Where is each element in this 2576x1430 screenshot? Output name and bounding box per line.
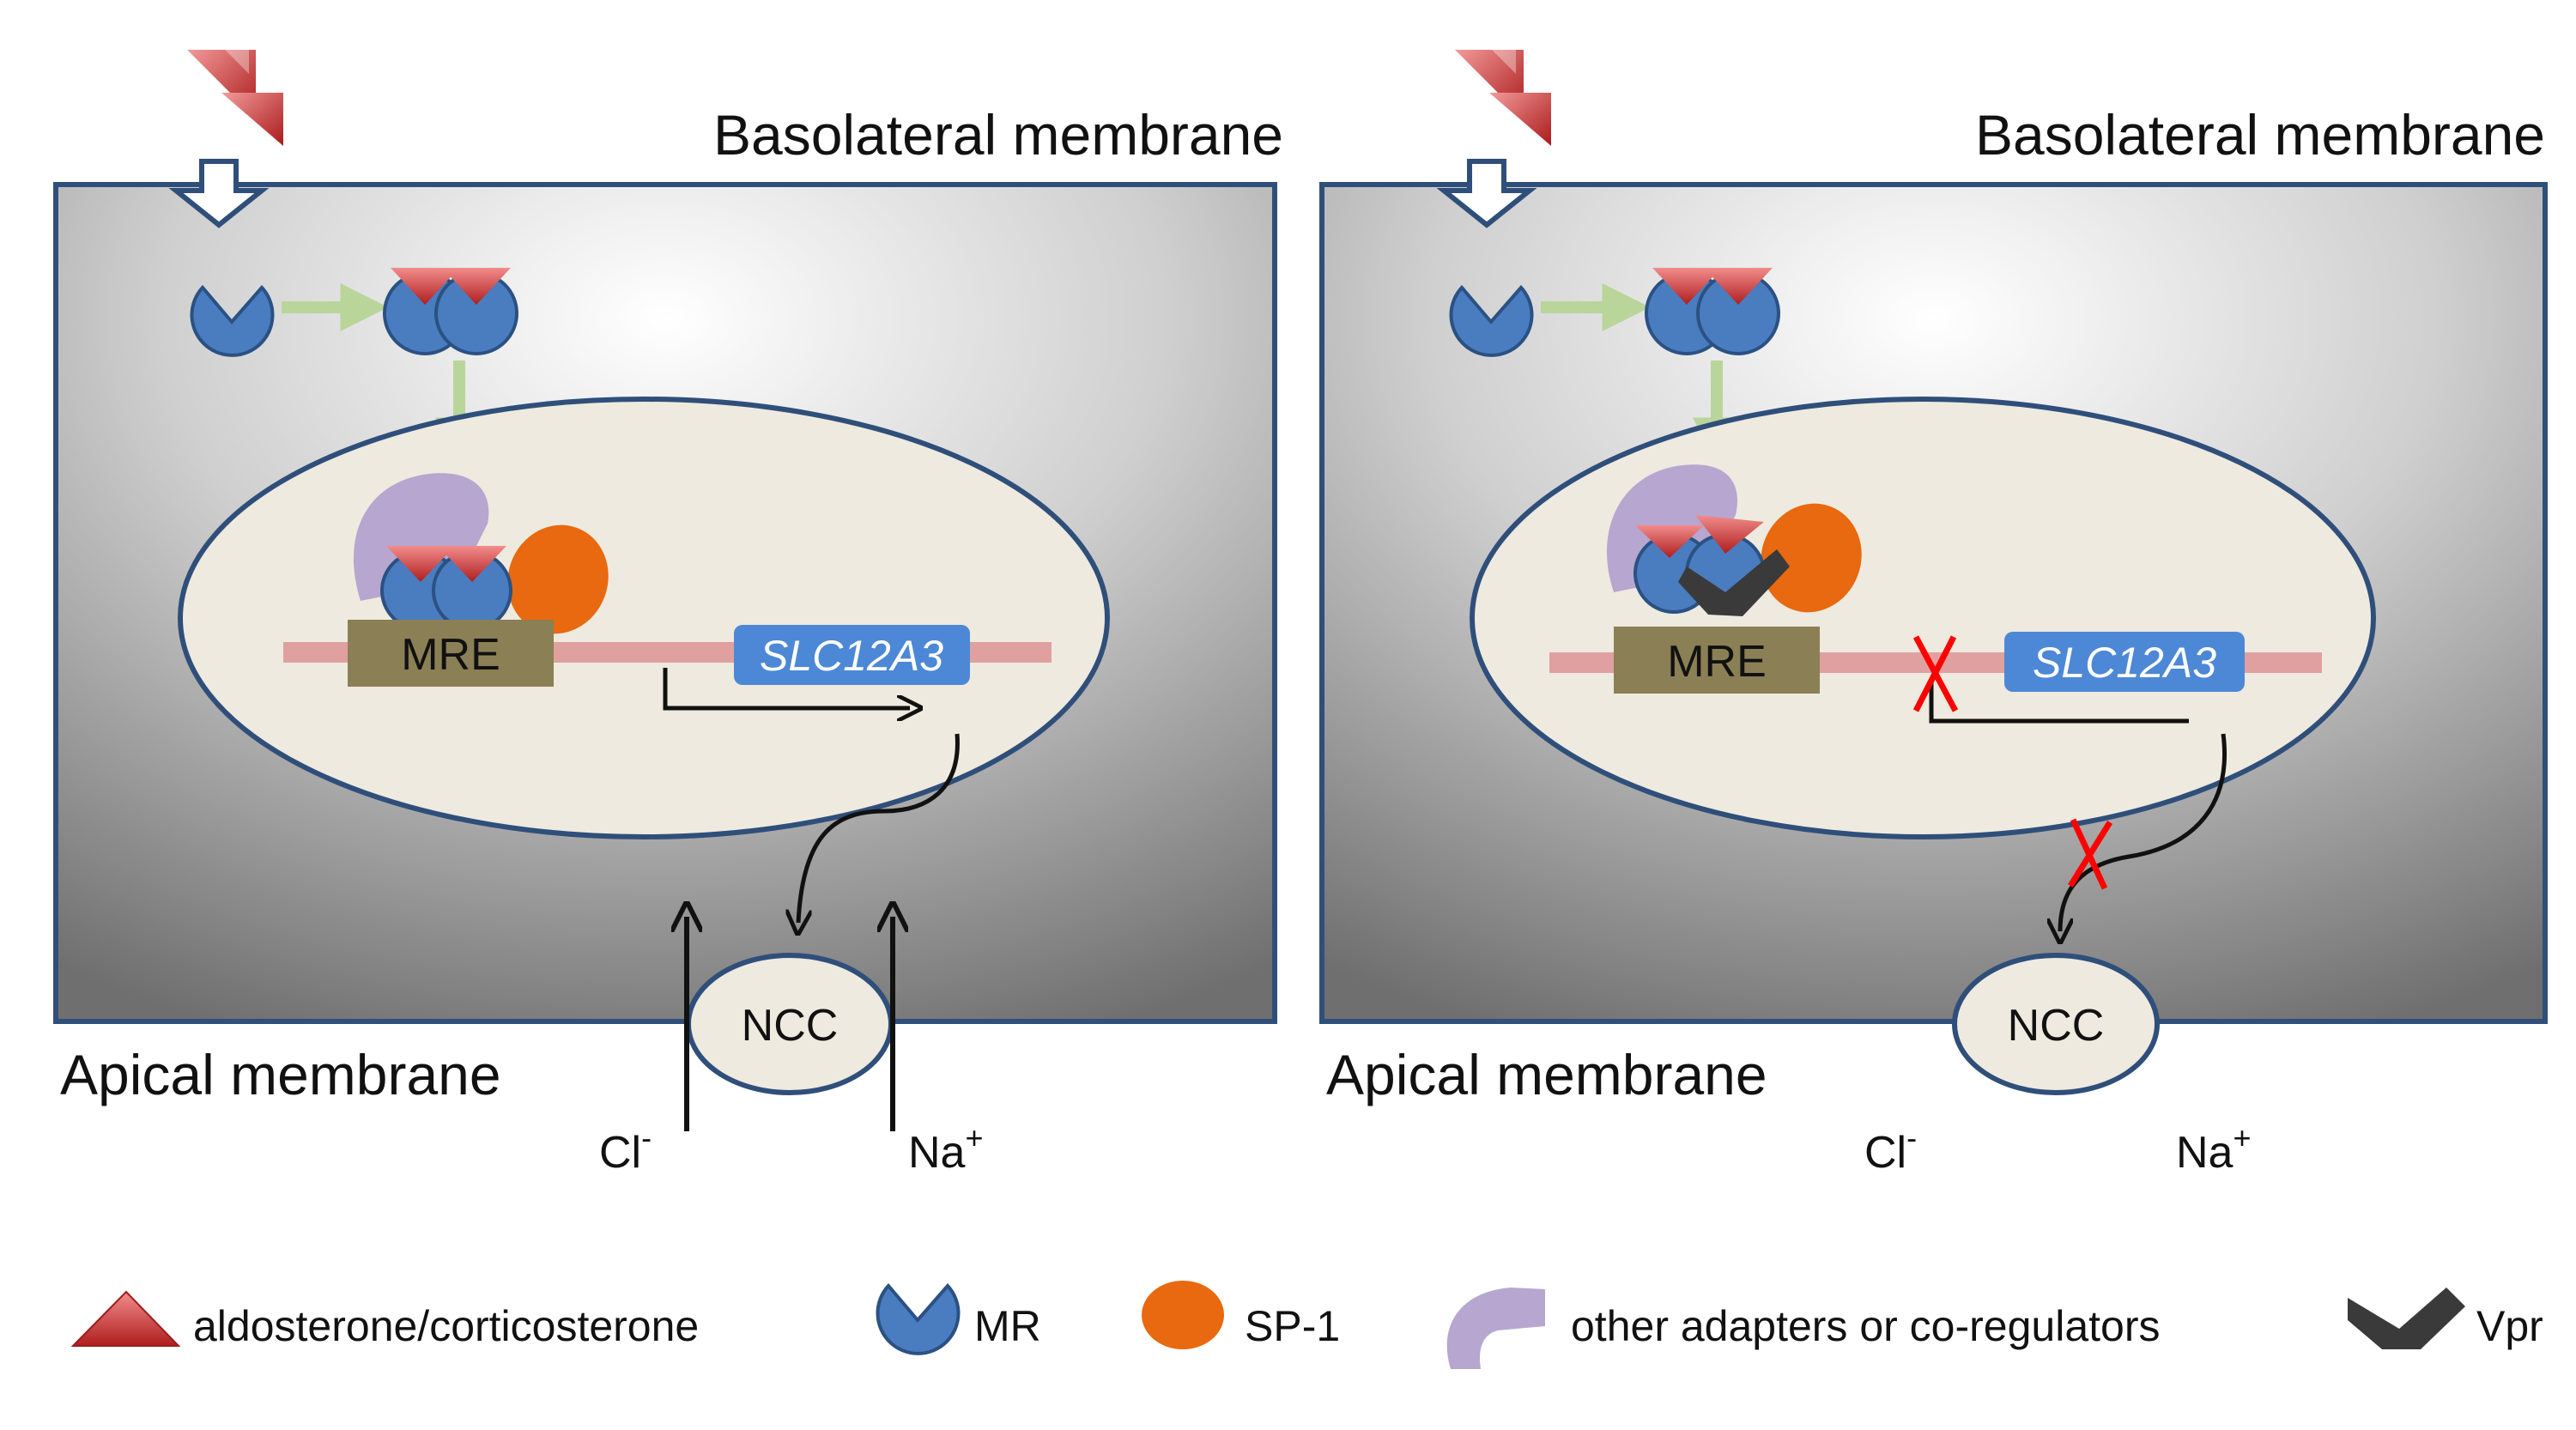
vpr-icon [1678, 549, 1790, 616]
gene-box [734, 625, 970, 685]
basolateral-label: Basolateral membrane [1975, 103, 2545, 167]
gene-box [2004, 632, 2245, 692]
legend-sp1-label: SP-1 [1245, 1302, 1340, 1350]
gene-label: SLC12A3 [760, 632, 943, 680]
gene-label: SLC12A3 [2033, 639, 2216, 687]
sp1-icon [1761, 503, 1862, 613]
hormone-triangle-icon [70, 1290, 181, 1347]
ncc-label: NCC [742, 1001, 839, 1051]
panel-vpr: Basolateral membrane [1319, 50, 2548, 1178]
nucleus [178, 397, 1110, 839]
mre-box [348, 620, 554, 687]
block-x-icon [2068, 818, 2112, 890]
basolateral-label: Basolateral membrane [713, 103, 1283, 167]
apical-label: Apical membrane [60, 1043, 501, 1106]
hormone-triangle-icon [1455, 50, 1551, 146]
transcription-arrow [663, 668, 910, 708]
legend-mr-label: MR [974, 1302, 1041, 1350]
legend-vpr-label: Vpr [2476, 1302, 2543, 1350]
mre-label: MRE [1667, 637, 1767, 687]
mr-hormone-dimer [383, 268, 518, 355]
mre-box [1614, 627, 1820, 694]
mr-receptor-icon [876, 1282, 961, 1355]
legend-adapters: other adapters or co-regulators [1446, 1288, 2160, 1369]
ncc-transporter [1952, 953, 2160, 1095]
na-ion-label: Na+ [908, 1120, 984, 1178]
na-ion-label: Na+ [2176, 1120, 2252, 1178]
adapter-icon [1446, 1288, 1545, 1369]
legend: aldosterone/corticosterone MR SP-1 other… [70, 1281, 2543, 1369]
legend-mr: MR [876, 1282, 1041, 1355]
block-x-icon [1912, 635, 1959, 712]
legend-adapters-label: other adapters or co-regulators [1571, 1302, 2160, 1350]
legend-sp1: SP-1 [1142, 1281, 1340, 1350]
apical-label: Apical membrane [1326, 1043, 1767, 1106]
sp1-icon [1142, 1281, 1224, 1349]
bound-mr-dimer [380, 546, 512, 631]
legend-hormone: aldosterone/corticosterone [70, 1290, 699, 1350]
entry-arrow-icon [168, 159, 270, 228]
hormone-triangle-icon [187, 50, 283, 146]
transcription-arrow [1929, 678, 2189, 724]
expression-arrow [798, 733, 960, 923]
legend-hormone-label: aldosterone/corticosterone [193, 1302, 699, 1350]
ncc-label: NCC [2008, 1001, 2105, 1051]
legend-vpr: Vpr [2348, 1288, 2543, 1350]
cl-ion-label: Cl- [1864, 1120, 1917, 1178]
sp1-icon [507, 524, 609, 634]
panel-normal: Basolateral membrane [53, 50, 1283, 1178]
entry-arrow-icon [1436, 159, 1537, 228]
mre-label: MRE [401, 630, 500, 680]
mr-receptor-icon [1449, 284, 1534, 357]
nucleus [1470, 397, 2376, 839]
mr-hormone-dimer [1645, 268, 1780, 355]
mr-receptor-icon [190, 284, 275, 357]
vpr-icon [2348, 1288, 2465, 1349]
cl-ion-label: Cl- [599, 1120, 652, 1178]
expression-arrow [2060, 733, 2227, 931]
